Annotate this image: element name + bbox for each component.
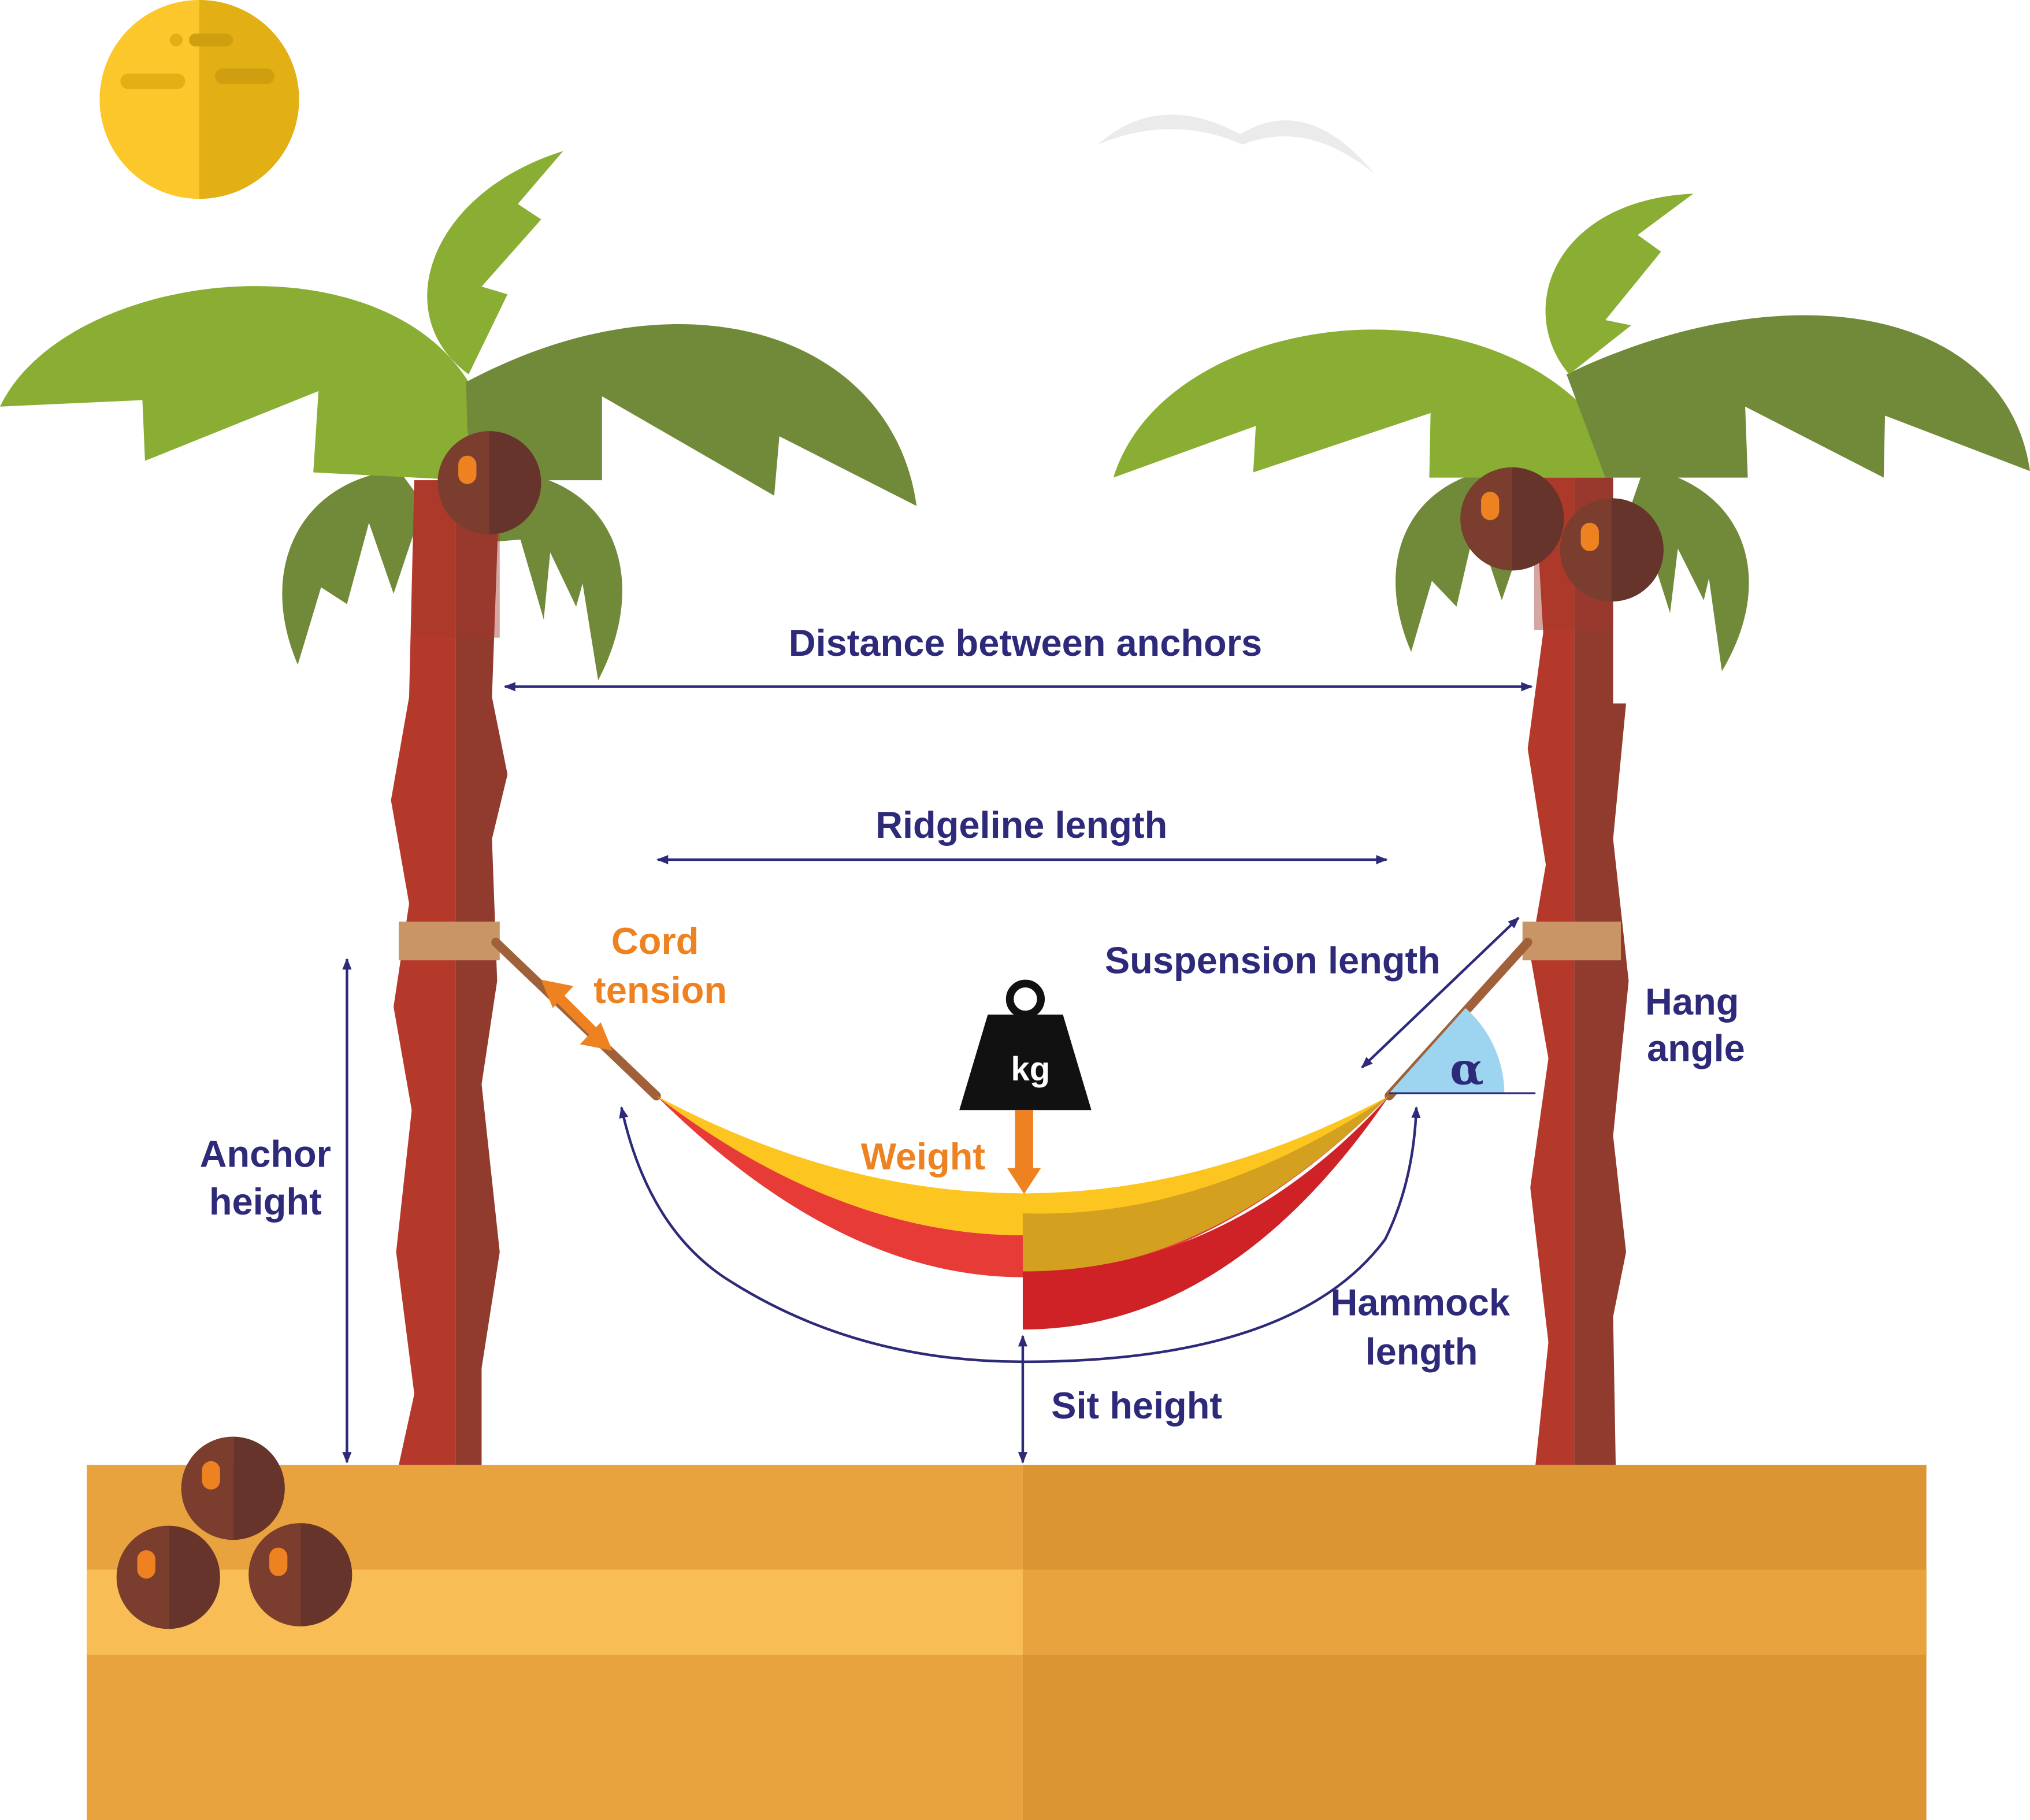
- hammock-length-label-line1: Hammock: [1331, 1282, 1511, 1324]
- hang-angle-label-line1: Hang: [1645, 980, 1739, 1023]
- distance-between-anchors-label: Distance between anchors: [789, 622, 1262, 664]
- left-palm-tree: [0, 151, 917, 1465]
- suspension-length-arrow: [1361, 916, 1520, 1069]
- hammock-length-arrow: [619, 1106, 1421, 1364]
- anchor-height-label-line1: Anchor: [200, 1133, 331, 1175]
- coconut-icon: [248, 1523, 352, 1626]
- coconut-icon: [1560, 498, 1664, 602]
- anchor-height-label-line2: height: [209, 1180, 322, 1223]
- coconut-icon: [116, 1525, 220, 1629]
- hammock-length-label-line2: length: [1365, 1330, 1478, 1372]
- coconut-icon: [181, 1436, 285, 1540]
- hammock: [656, 1095, 1389, 1330]
- coconut-icon: [437, 431, 541, 534]
- ridgeline-length-label: Ridgeline length: [875, 804, 1167, 846]
- weight-label: Weight: [861, 1135, 985, 1178]
- coconut-icon: [1460, 467, 1564, 571]
- weight-unit-label: kg: [1011, 1050, 1050, 1088]
- cord-tension-arrow: [541, 979, 613, 1051]
- weight-arrow: [1007, 1110, 1041, 1194]
- right-palm-tree: [1113, 194, 2030, 1465]
- alpha-symbol: α: [1450, 1043, 1484, 1095]
- bird-icon: [1097, 114, 1375, 174]
- weight-icon: kg: [959, 979, 1092, 1110]
- sand-ground: [87, 1465, 1927, 1820]
- hang-angle-wedge: [1389, 1008, 1505, 1094]
- cord-tension-label-line1: Cord: [611, 920, 699, 962]
- suspension-length-label: Suspension length: [1105, 939, 1441, 982]
- ground-coconuts: [116, 1436, 352, 1629]
- hang-angle-label-line2: angle: [1647, 1027, 1745, 1069]
- sun-icon: [99, 0, 299, 199]
- cord-tension-label-line2: tension: [593, 969, 727, 1011]
- sit-height-label: Sit height: [1051, 1384, 1222, 1427]
